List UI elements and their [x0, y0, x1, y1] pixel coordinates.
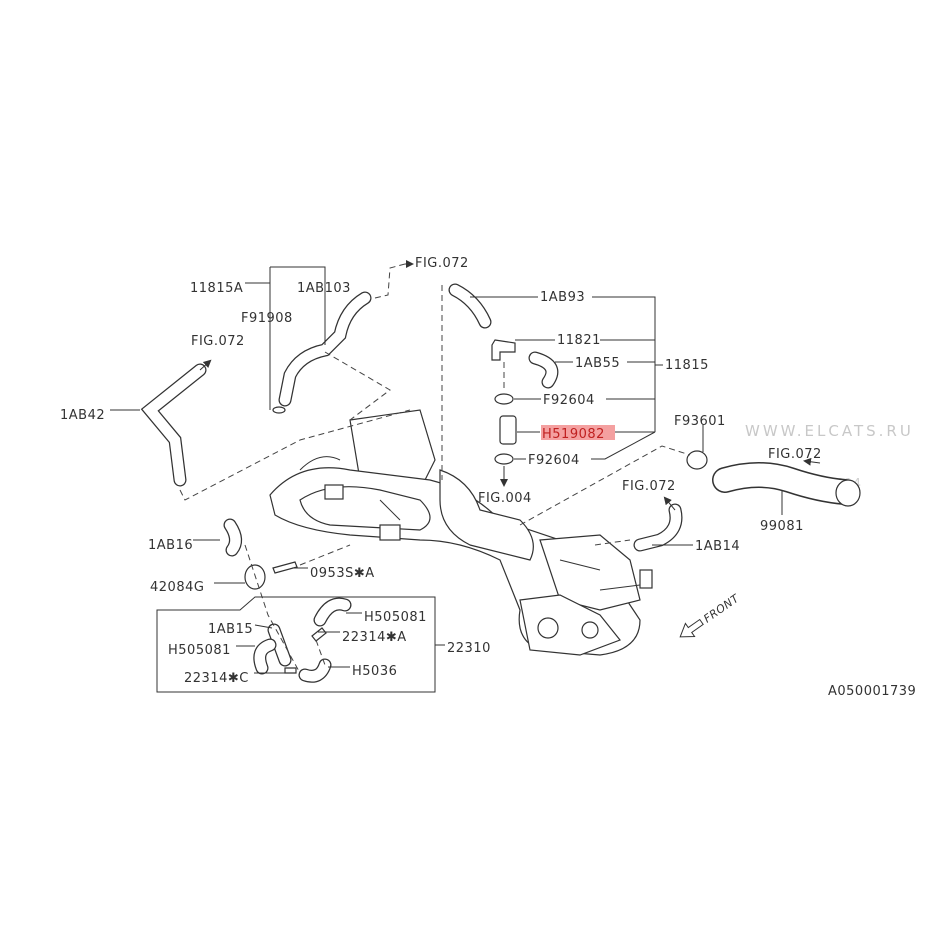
label-1ab14[interactable]: 1AB14 — [695, 539, 740, 554]
label-fig072-top[interactable]: FIG.072 — [415, 256, 469, 271]
label-h5036[interactable]: H5036 — [352, 664, 397, 679]
label-fig072-mid[interactable]: FIG.072 — [622, 479, 676, 494]
label-f92604-upper[interactable]: F92604 — [543, 393, 595, 408]
small-parts — [244, 339, 708, 674]
label-22314-c[interactable]: 22314✱C — [184, 671, 249, 686]
leader-lines — [110, 266, 783, 693]
label-11821[interactable]: 11821 — [557, 333, 601, 348]
label-fig072-left[interactable]: FIG.072 — [191, 334, 245, 349]
22310-kit-box — [156, 596, 436, 693]
front-arrow-icon — [679, 618, 704, 638]
label-1ab55[interactable]: 1AB55 — [575, 356, 620, 371]
figure-id: A050001739 — [828, 684, 916, 699]
label-f93601[interactable]: F93601 — [674, 414, 726, 429]
label-h505081-upper[interactable]: H505081 — [364, 610, 427, 625]
arrows — [199, 260, 821, 511]
label-0953s-a[interactable]: 0953S✱A — [310, 566, 375, 581]
intake-manifold-drawing — [269, 409, 653, 656]
front-label: FRONT — [701, 591, 742, 625]
label-1ab93[interactable]: 1AB93 — [540, 290, 585, 305]
label-h519082[interactable]: H519082 — [542, 427, 605, 442]
label-1ab103[interactable]: 1AB103 — [297, 281, 351, 296]
label-fig004[interactable]: FIG.004 — [478, 491, 532, 506]
label-fig072-right[interactable]: FIG.072 — [768, 447, 822, 462]
dashed-leaders — [179, 263, 691, 674]
label-f92604-lower[interactable]: F92604 — [528, 453, 580, 468]
watermark-site: WWW.ELCATS.RU — [745, 422, 914, 440]
front-indicator: FRONT — [679, 591, 742, 638]
hoses — [140, 283, 861, 683]
label-f91908[interactable]: F91908 — [241, 311, 293, 326]
label-1ab15[interactable]: 1AB15 — [208, 622, 253, 637]
label-99081[interactable]: 99081 — [760, 519, 804, 534]
label-42084g[interactable]: 42084G — [150, 580, 204, 595]
label-1ab42[interactable]: 1AB42 — [60, 408, 105, 423]
label-22314-a[interactable]: 22314✱A — [342, 630, 407, 645]
label-11815[interactable]: 11815 — [665, 358, 709, 373]
label-h505081-lower[interactable]: H505081 — [168, 643, 231, 658]
label-11815a[interactable]: 11815A — [190, 281, 243, 296]
highlight-h519082 — [541, 425, 615, 440]
label-22310[interactable]: 22310 — [447, 641, 491, 656]
label-1ab16[interactable]: 1AB16 — [148, 538, 193, 553]
h519082-part — [499, 415, 517, 445]
